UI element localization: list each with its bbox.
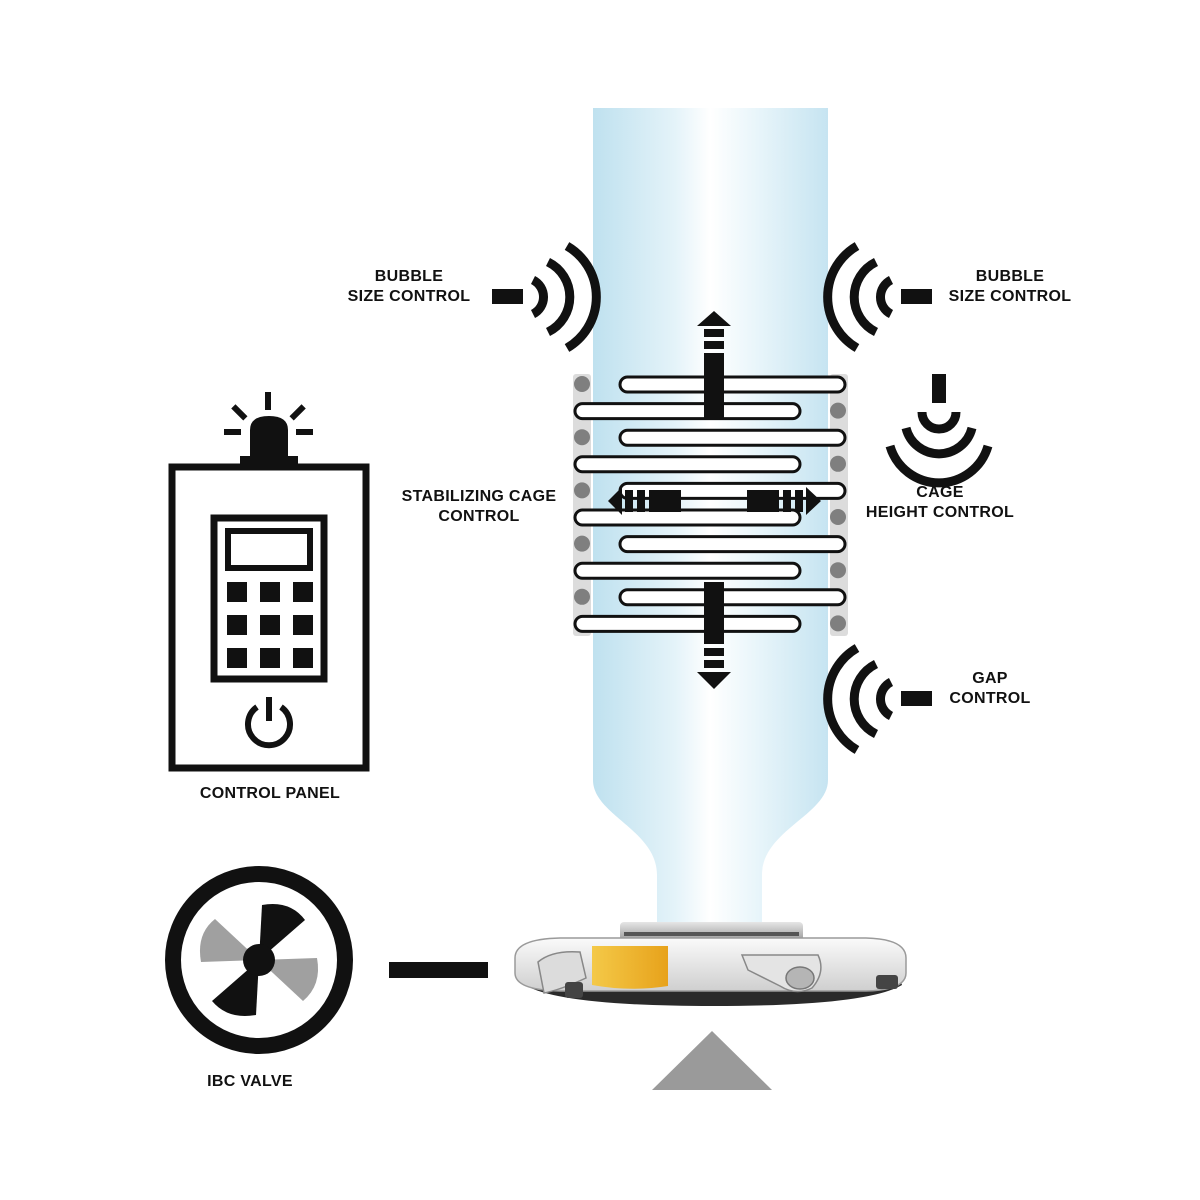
cage-bar — [618, 588, 847, 607]
ibc-valve-label: IBC VALVE — [207, 1073, 293, 1090]
cage-bar — [618, 428, 847, 447]
sensor-wave-icon — [823, 644, 932, 754]
label-line: STABILIZING CAGE — [401, 488, 557, 505]
extrusion-die — [514, 922, 907, 1006]
keypad-key — [260, 582, 280, 602]
stabilizing-cage — [573, 374, 848, 636]
label-line: SIZE CONTROL — [347, 288, 471, 305]
control-panel-label: CONTROL PANEL — [199, 785, 341, 802]
cage-roller — [574, 588, 590, 605]
sensor-wave-icon — [823, 242, 932, 352]
cage-roller — [574, 482, 590, 499]
ibc-valve-icon — [165, 866, 353, 1054]
keypad-key — [293, 648, 313, 668]
cage-bar — [573, 402, 802, 421]
label-line: CONTROL — [438, 508, 520, 525]
cage-vertical-arrow-up — [697, 311, 731, 418]
keypad-key — [260, 615, 280, 635]
keypad-key — [227, 648, 247, 668]
cage-vertical-arrow-down — [697, 582, 731, 689]
cage-bar — [618, 375, 847, 394]
sensor-wave-icon — [885, 374, 993, 488]
cage-horizontal-arrow-left — [608, 487, 681, 515]
gap-control-label: GAP CONTROL — [940, 669, 1040, 709]
control-panel-icon — [168, 392, 370, 772]
power-icon — [245, 697, 293, 749]
keypad-key — [227, 582, 247, 602]
cage-bar — [573, 508, 802, 527]
label-line: GAP — [972, 670, 1008, 687]
cage-roller — [574, 429, 590, 446]
beacon-icon — [224, 392, 313, 465]
cage-bar — [573, 455, 802, 474]
cage-roller — [830, 562, 846, 579]
cage-roller — [830, 509, 846, 525]
keypad-key — [293, 615, 313, 635]
cage-roller — [830, 615, 846, 632]
keypad-key — [293, 582, 313, 602]
cage-bar — [573, 561, 802, 580]
keypad-key — [260, 648, 280, 668]
label-line: CONTROL — [949, 690, 1031, 707]
cage-roller — [830, 402, 846, 419]
label-line: BUBBLE — [374, 268, 444, 285]
label-line: SIZE CONTROL — [948, 288, 1072, 305]
up-arrow-icon — [652, 1031, 772, 1090]
cage-bar — [573, 614, 802, 633]
cage-bar — [618, 535, 847, 554]
cage-horizontal-arrow-right — [747, 487, 821, 515]
cage-height-control-label: CAGE HEIGHT CONTROL — [860, 483, 1020, 523]
label-line: CAGE — [916, 484, 964, 501]
stabilizing-cage-control-label: STABILIZING CAGE CONTROL — [396, 487, 562, 527]
sensor-wave-icon — [492, 242, 601, 352]
cage-roller — [574, 376, 590, 392]
bubble-size-control-right-label: BUBBLE SIZE CONTROL — [944, 267, 1076, 307]
valve-connector-line — [389, 962, 488, 978]
keypad-key — [227, 615, 247, 635]
cage-roller — [574, 535, 590, 552]
label-line: BUBBLE — [975, 268, 1045, 285]
cage-roller — [830, 455, 846, 472]
bubble-size-control-left-label: BUBBLE SIZE CONTROL — [344, 267, 474, 307]
label-line: HEIGHT CONTROL — [865, 504, 1015, 521]
